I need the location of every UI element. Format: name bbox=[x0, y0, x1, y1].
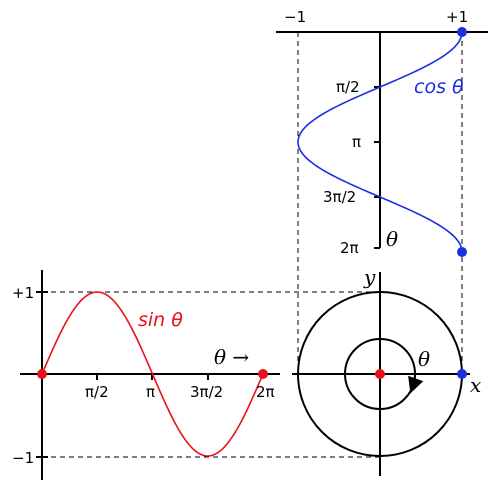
cos-y-tick-label-2: π bbox=[352, 133, 361, 151]
circle-x-axis-label: x bbox=[470, 373, 481, 397]
angle-arc-arrow bbox=[408, 373, 424, 394]
cos-y-tick-label-4: 2π bbox=[340, 239, 359, 257]
circle-x-point bbox=[457, 369, 467, 379]
sin-x-tick-label-2: π bbox=[146, 383, 155, 401]
cos-y-tick-label-3: 3π/2 bbox=[323, 188, 356, 206]
cos-top-point bbox=[457, 27, 467, 37]
cos-y-tick-label-1: π/2 bbox=[336, 78, 360, 96]
cos-x-right-label: +1 bbox=[446, 8, 468, 26]
sin-end-point bbox=[258, 369, 268, 379]
circle-center-point bbox=[375, 369, 385, 379]
circle-y-axis-label: y bbox=[363, 265, 376, 289]
sin-start-point bbox=[37, 369, 47, 379]
sin-x-tick-label-3: 3π/2 bbox=[190, 383, 223, 401]
cos-theta-axis-label: θ bbox=[386, 227, 398, 251]
sin-y-bottom-label: −1 bbox=[12, 449, 34, 467]
theta-direction-label: θ → bbox=[214, 345, 249, 369]
sin-curve-label: sin θ bbox=[138, 309, 183, 331]
sin-x-tick-label-1: π/2 bbox=[85, 383, 109, 401]
cos-axes bbox=[276, 31, 488, 249]
cos-x-left-label: −1 bbox=[284, 8, 306, 26]
sin-axes bbox=[20, 270, 280, 480]
cos-bottom-point bbox=[457, 247, 467, 257]
sin-curve bbox=[41, 291, 264, 457]
cos-curve-label: cos θ bbox=[414, 76, 464, 98]
sin-x-tick-label-4: 2π bbox=[256, 383, 275, 401]
cos-curve bbox=[297, 31, 463, 253]
sin-y-top-label: +1 bbox=[12, 284, 34, 302]
circle-angle-label: θ bbox=[418, 347, 430, 371]
